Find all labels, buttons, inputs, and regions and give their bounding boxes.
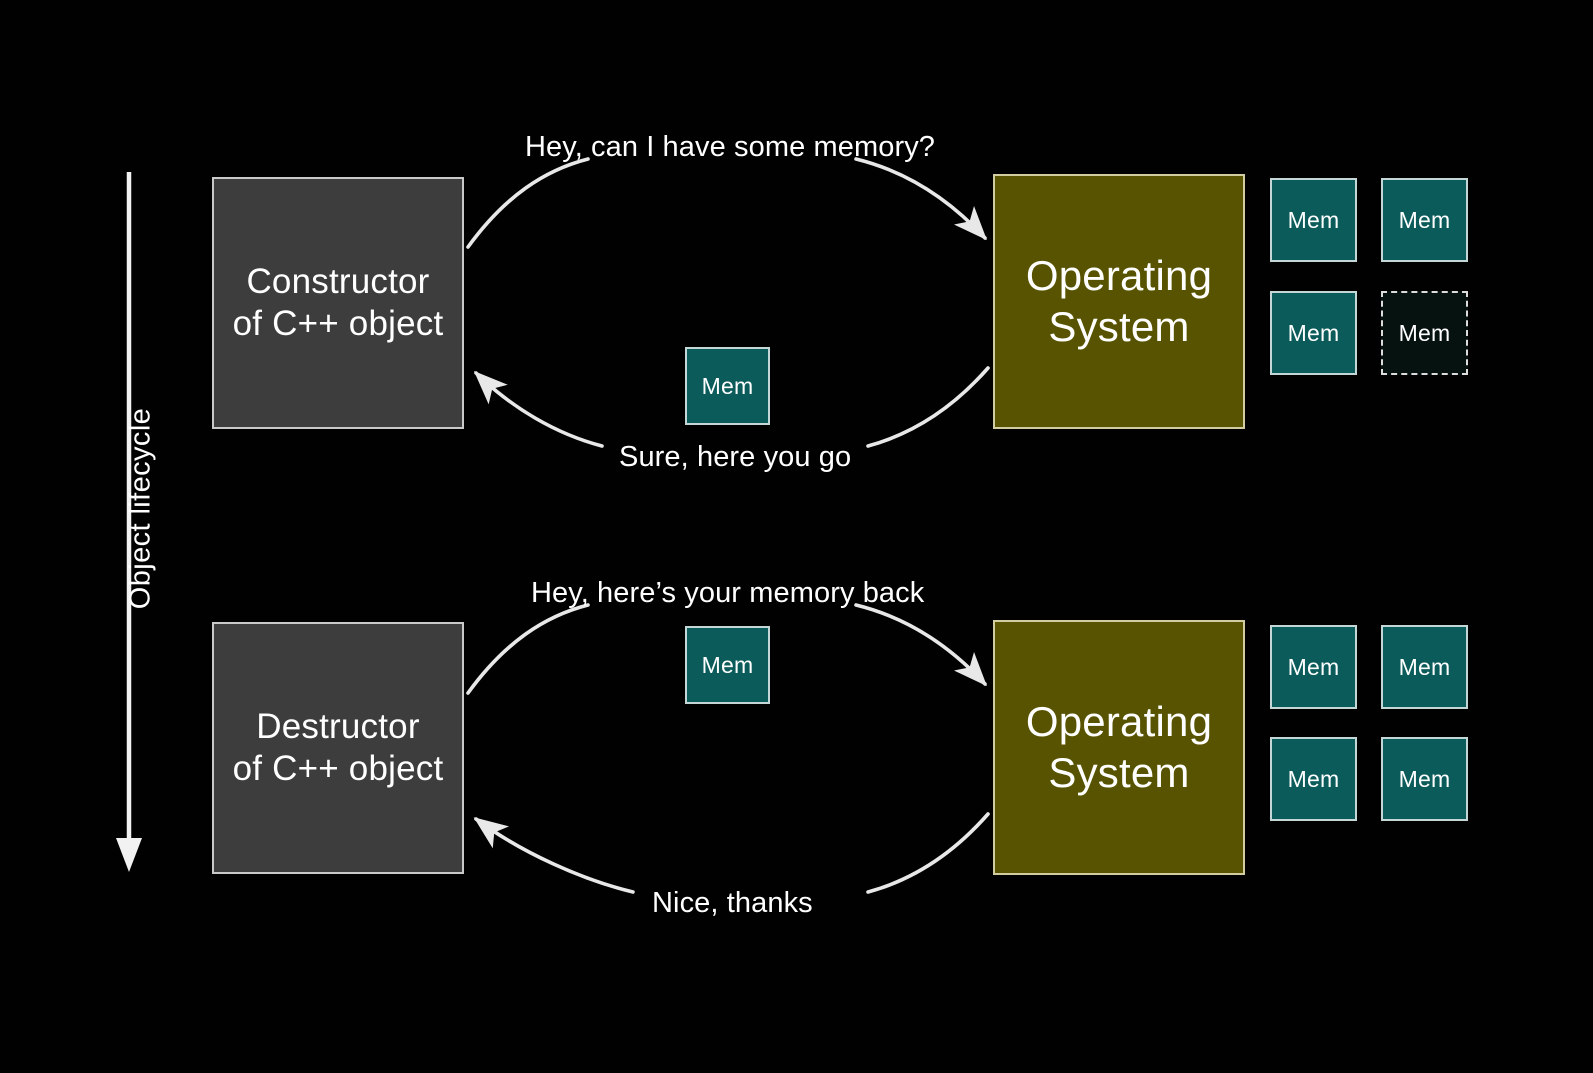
memory-block-label: Mem xyxy=(1398,765,1451,792)
memory-pool-top-block-2[interactable]: Mem xyxy=(1381,178,1468,262)
memory-pool-bottom-block-3[interactable]: Mem xyxy=(1270,737,1357,821)
memory-block-in-transit-top[interactable]: Mem xyxy=(685,347,770,425)
memory-block-label: Mem xyxy=(701,372,754,399)
arc-request-top xyxy=(466,157,987,249)
caption-response-bottom: Nice, thanks xyxy=(652,887,813,919)
memory-block-label: Mem xyxy=(1287,653,1340,680)
lifecycle-axis-label: Object lifecycle xyxy=(124,407,157,610)
memory-pool-top-block-1[interactable]: Mem xyxy=(1270,178,1357,262)
constructor-line-1: Constructor xyxy=(246,262,430,301)
memory-pool-bottom-block-2[interactable]: Mem xyxy=(1381,625,1468,709)
os-bottom-line-2: System xyxy=(1048,748,1190,796)
memory-pool-top-block-3[interactable]: Mem xyxy=(1270,291,1357,375)
os-bottom-line-1: Operating xyxy=(1025,698,1213,746)
constructor-line-2: of C++ object xyxy=(232,304,444,343)
memory-block-label: Mem xyxy=(1287,319,1340,346)
destructor-line-2: of C++ object xyxy=(232,749,444,788)
memory-block-label: Mem xyxy=(1398,206,1451,233)
destructor-line-1: Destructor xyxy=(256,707,420,746)
caption-response-top: Sure, here you go xyxy=(619,441,852,473)
memory-pool-bottom-block-1[interactable]: Mem xyxy=(1270,625,1357,709)
arc-response-bottom xyxy=(473,812,990,894)
os-top-line-2: System xyxy=(1048,302,1190,350)
memory-pool-bottom-block-4[interactable]: Mem xyxy=(1381,737,1468,821)
memory-block-in-transit-bottom[interactable]: Mem xyxy=(685,626,770,704)
memory-pool-top-block-4-freed[interactable]: Mem xyxy=(1381,291,1468,375)
caption-request-top: Hey, can I have some memory? xyxy=(525,131,936,163)
memory-block-label: Mem xyxy=(1398,653,1451,680)
memory-block-label: Mem xyxy=(1287,206,1340,233)
memory-block-label: Mem xyxy=(701,651,754,678)
caption-request-bottom: Hey, here’s your memory back xyxy=(531,577,925,609)
memory-block-label: Mem xyxy=(1398,319,1451,346)
memory-block-label: Mem xyxy=(1287,765,1340,792)
os-top-line-1: Operating xyxy=(1025,252,1213,300)
